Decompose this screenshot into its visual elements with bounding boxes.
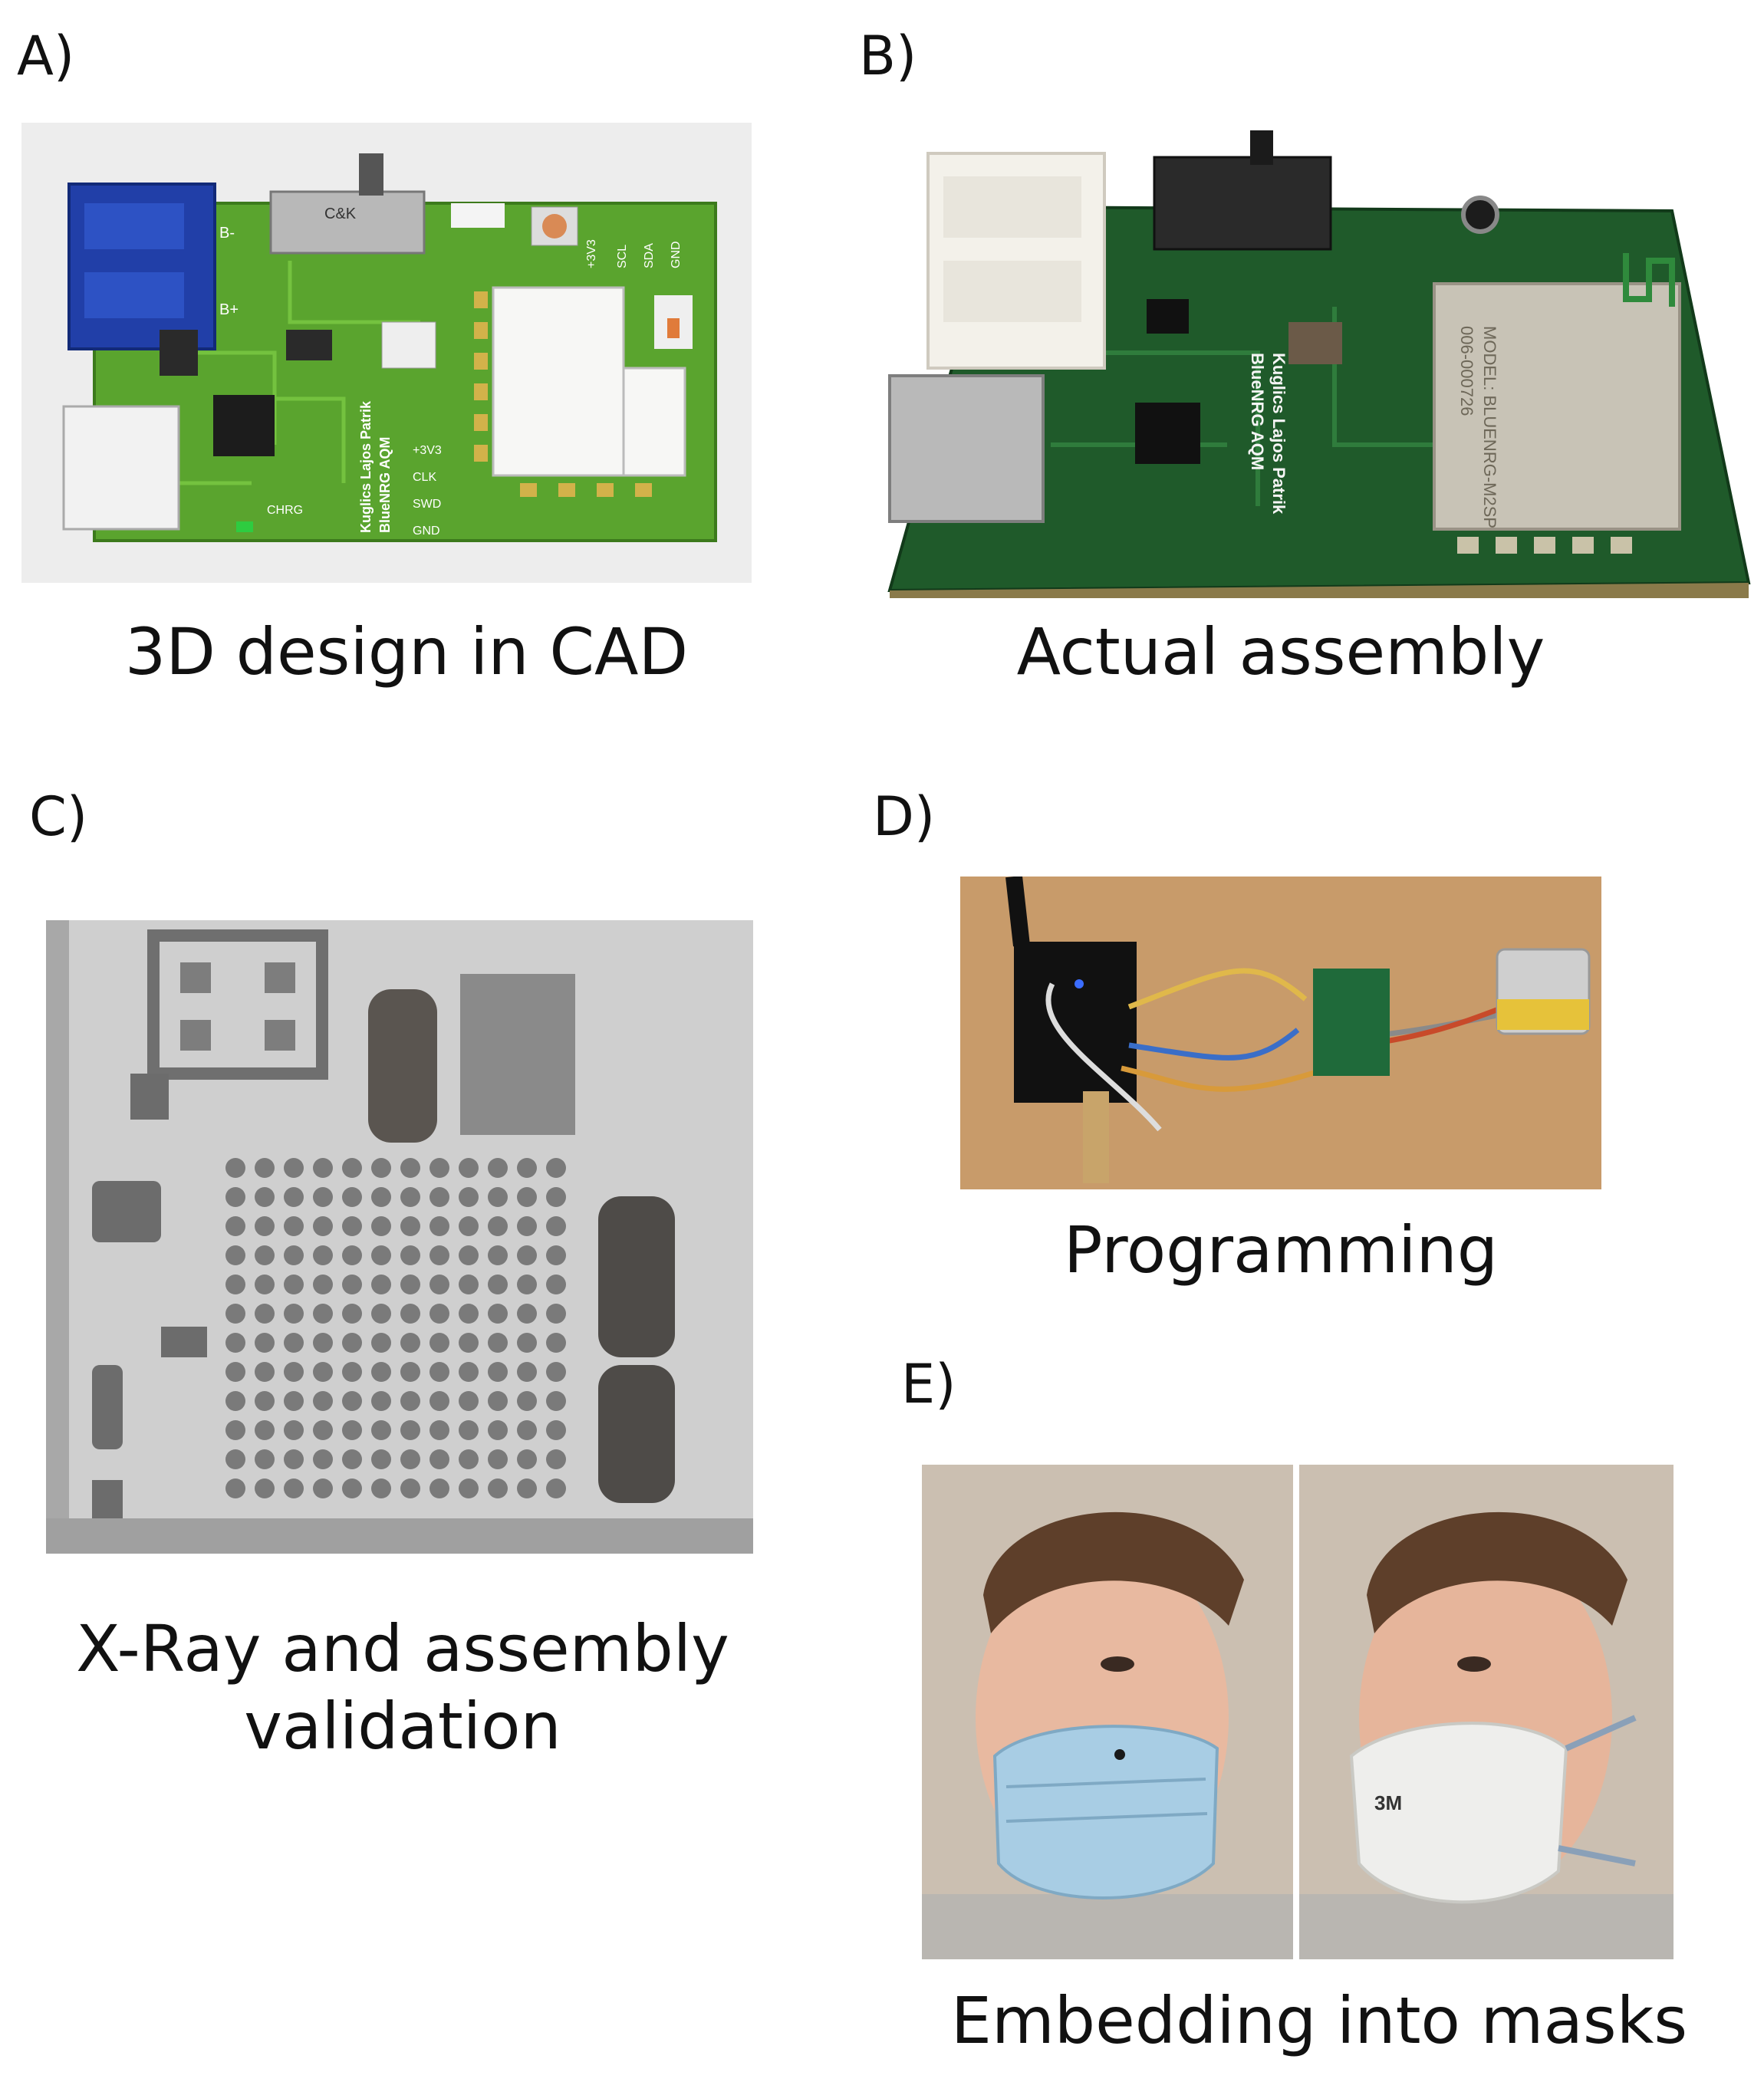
assembly-photo: 006-000726 MODEL: BLUENRG-M2SP Kuglics L… <box>859 123 1756 598</box>
label-author-line2: BlueNRG AQM <box>377 437 393 533</box>
panel-c-letter: C) <box>29 785 88 848</box>
label-pin-sda: SDA <box>643 243 656 268</box>
panel-a-caption: 3D design in CAD <box>124 614 689 689</box>
panel-e-caption: Embedding into masks <box>950 1983 1688 2058</box>
panel-c-caption-line2: validation <box>244 1688 561 1764</box>
label-author-b-line2: BlueNRG AQM <box>1248 353 1267 470</box>
panel-b-letter: B) <box>859 25 917 87</box>
label-prog-3v3: +3V3 <box>413 444 442 457</box>
label-author-b-line1: Kuglics Lajos Patrik <box>1269 353 1288 515</box>
label-pin-scl: SCL <box>616 245 629 268</box>
panel-b-caption: Actual assembly <box>1016 614 1545 689</box>
panel-e-letter: E) <box>901 1353 956 1416</box>
mask-brand-label: 3M <box>1374 1791 1402 1814</box>
panel-d-letter: D) <box>873 785 936 848</box>
label-pin-gnd: GND <box>670 241 683 268</box>
label-chrg: CHRG <box>267 504 303 517</box>
label-prog-clk: CLK <box>413 471 436 484</box>
programming-photo <box>960 877 1601 1189</box>
cad-render-image: B- B+ C&K +3V3 SCL SDA GND <box>21 123 752 583</box>
label-switch-brand: C&K <box>324 206 357 222</box>
panel-c-caption-line1: X-Ray and assembly <box>76 1611 729 1686</box>
panel-c-caption: X-Ray and assembly validation <box>0 1610 805 1765</box>
label-b-plus: B+ <box>219 301 239 318</box>
label-author-line1: Kuglics Lajos Patrik <box>358 400 374 533</box>
label-b-minus: B- <box>219 225 235 242</box>
label-prog-swd: SWD <box>413 498 441 511</box>
panel-a-letter: A) <box>17 25 75 87</box>
panel-d-caption: Programming <box>1063 1212 1499 1288</box>
label-prog-gnd: GND <box>413 525 440 538</box>
xray-image <box>46 920 753 1554</box>
label-pin-3v3: +3V3 <box>585 239 598 268</box>
masks-photo: 3M <box>922 1465 1673 1959</box>
label-module-line1: 006-000726 <box>1457 326 1476 416</box>
label-module-line2: MODEL: BLUENRG-M2SP <box>1480 326 1499 528</box>
